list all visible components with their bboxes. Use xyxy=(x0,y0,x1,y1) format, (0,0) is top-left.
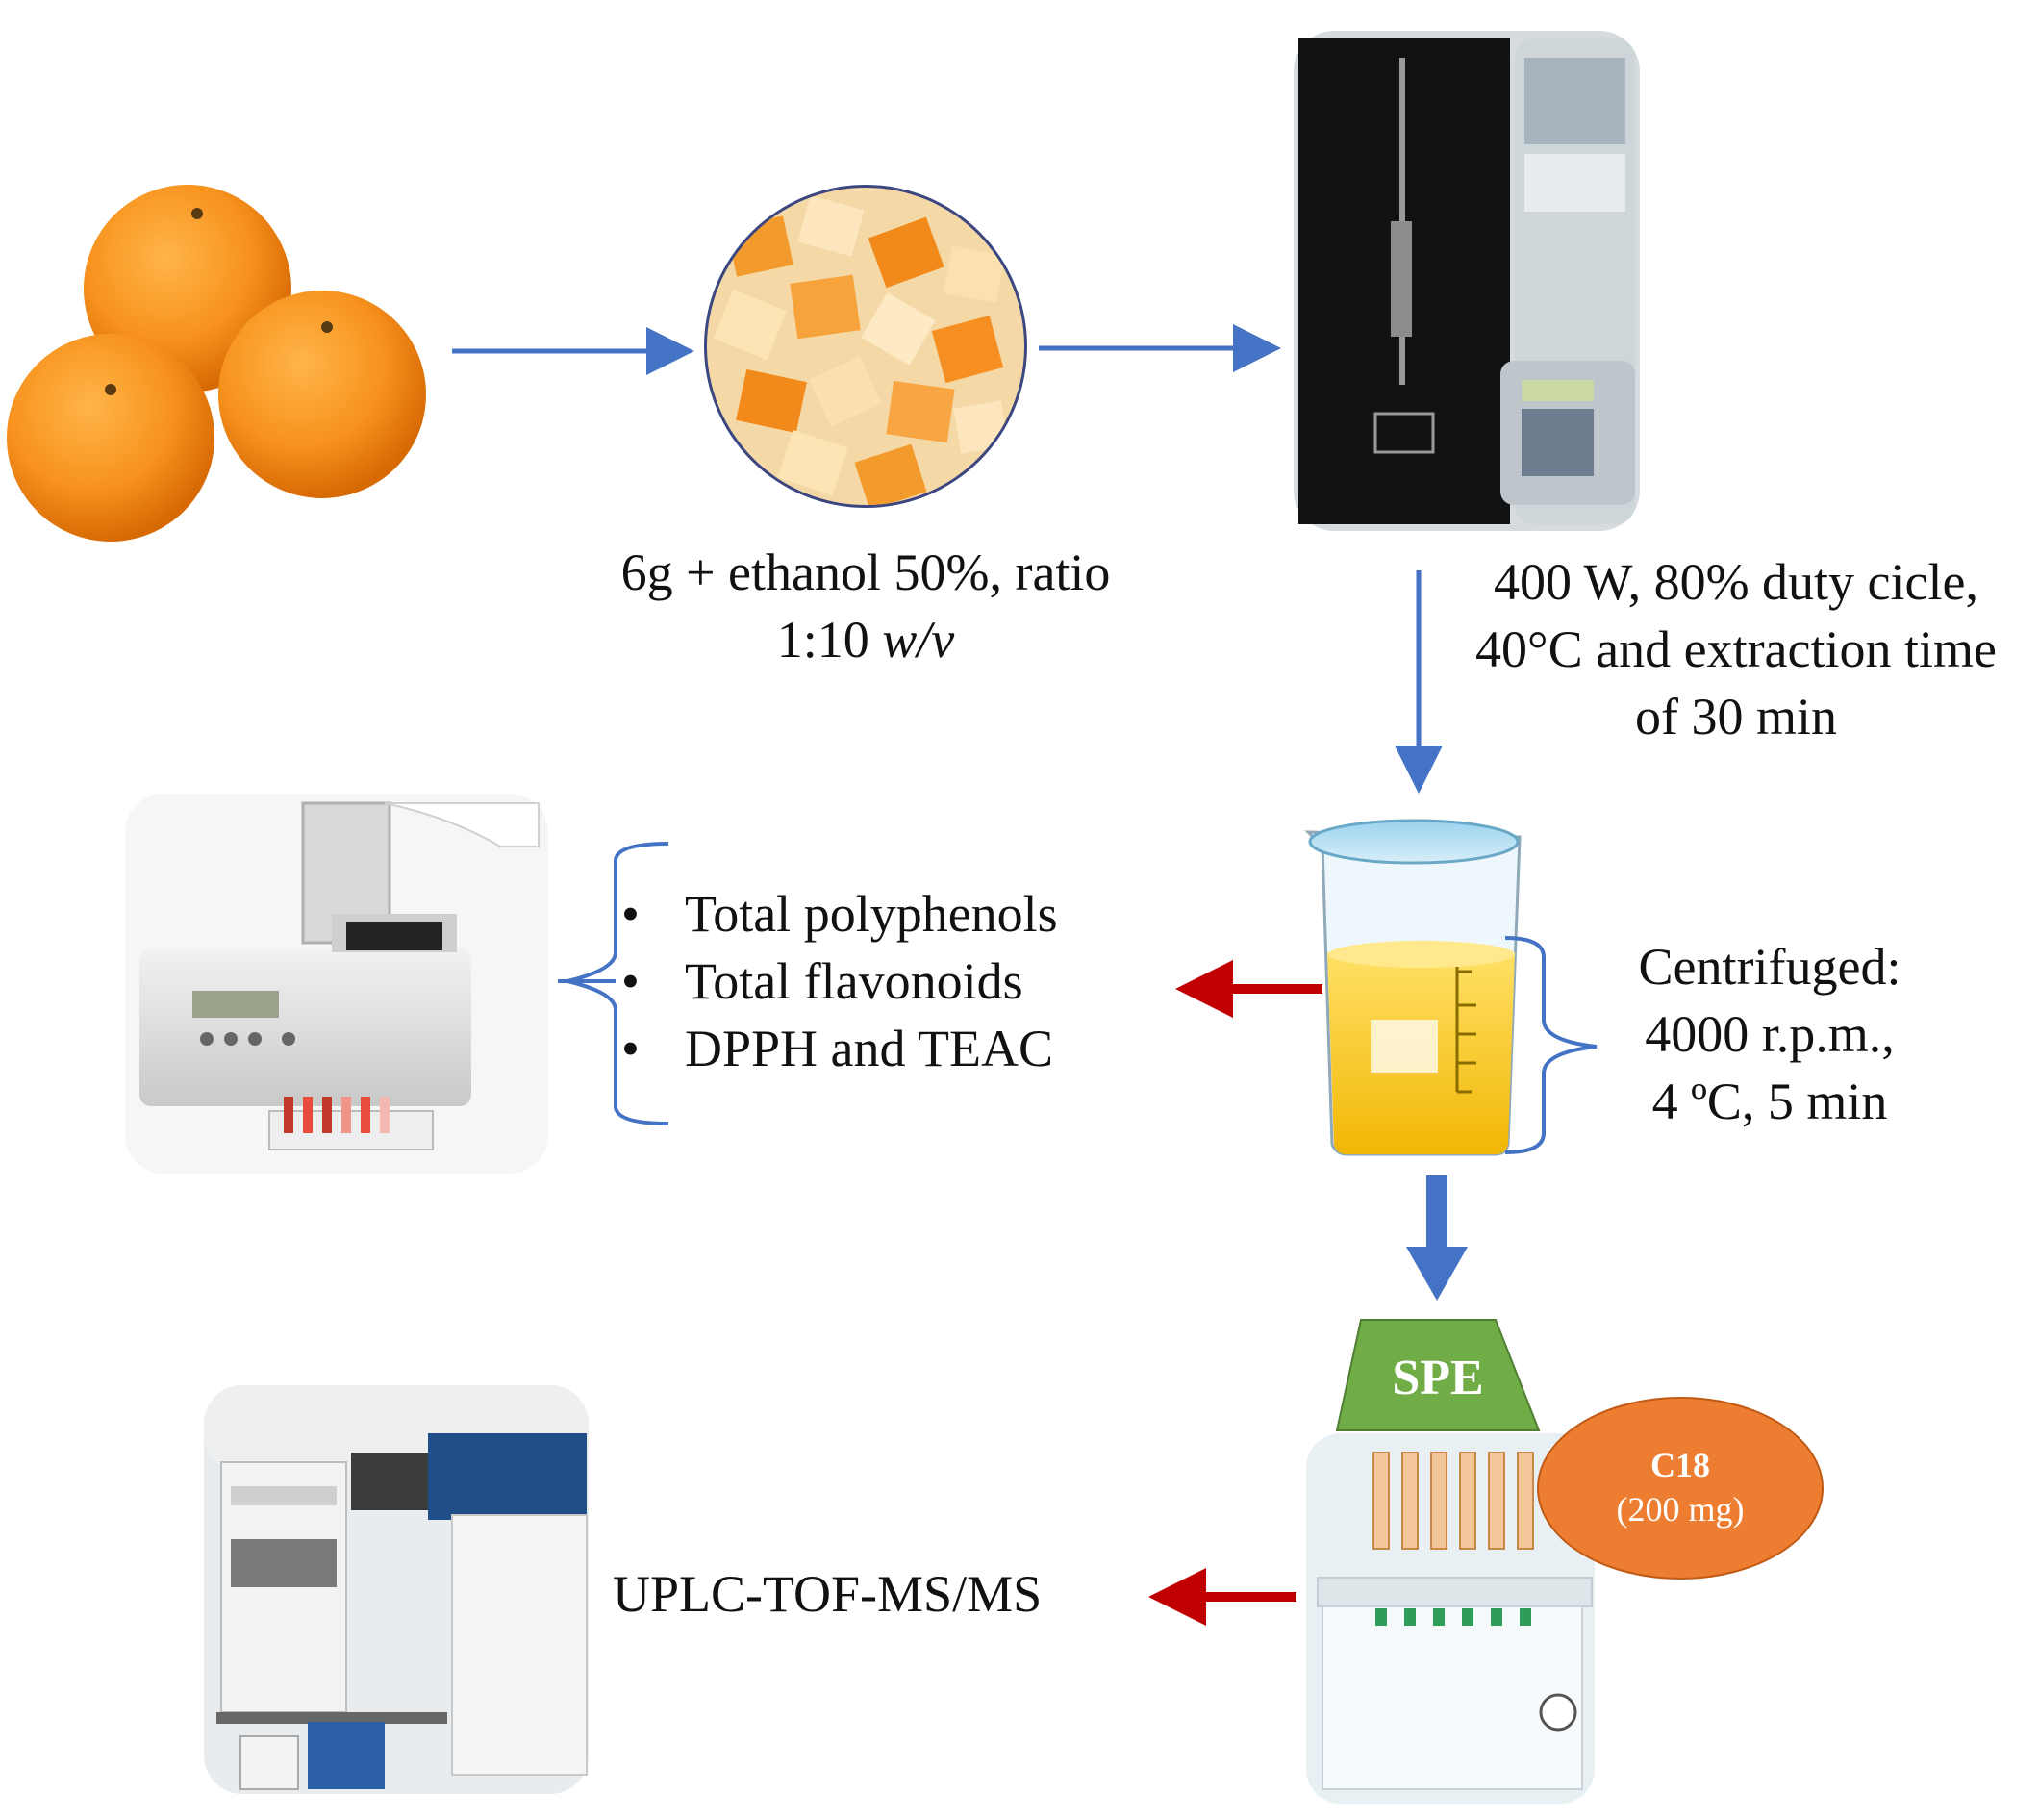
centrifuge-conditions: Centrifuged: 4000 r.p.m., 4 ºC, 5 min xyxy=(1587,933,1952,1135)
prep-note-ratio-unit: w/v xyxy=(882,611,955,669)
analysis-label: UPLC-TOF-MS/MS xyxy=(613,1565,1043,1623)
prep-note-ratio: 1:10 xyxy=(776,611,883,669)
spe-label: SPE xyxy=(1392,1351,1484,1405)
ultrasound-line1: 400 W, 80% duty cicle, xyxy=(1494,553,1978,611)
c18-line2: (200 mg) xyxy=(1616,1490,1745,1529)
mandarins-image xyxy=(0,164,442,568)
arrow-beaker-to-spe-head xyxy=(1406,1247,1468,1301)
prep-note-line2: 1:10 w/v xyxy=(567,606,1164,673)
assay-item: Total polyphenols xyxy=(616,880,1154,948)
centrifuge-line3: 4 ºC, 5 min xyxy=(1651,1073,1888,1130)
beaker-image xyxy=(1304,819,1522,1156)
ultrasound-conditions: 400 W, 80% duty cicle, 40°C and extracti… xyxy=(1428,548,2039,750)
spe-manifold-image xyxy=(1306,1433,1595,1804)
prep-note: 6g + ethanol 50%, ratio 1:10 w/v xyxy=(567,539,1164,673)
centrifuge-line2: 4000 r.p.m., xyxy=(1645,1005,1895,1063)
spectrophotometer-image xyxy=(125,794,548,1174)
centrifuge-brace xyxy=(1504,936,1598,1154)
assay-item: DPPH and TEAC xyxy=(616,1015,1154,1082)
assay-item: Total flavonoids xyxy=(616,948,1154,1015)
c18-label: C18 (200 mg) xyxy=(1539,1443,1822,1531)
spe-label-shape xyxy=(1335,1319,1541,1431)
uplc-ms-instrument-image xyxy=(204,1385,589,1794)
centrifuge-line1: Centrifuged: xyxy=(1638,938,1901,996)
ultrasonic-processor-image xyxy=(1294,31,1640,531)
c18-line1: C18 xyxy=(1650,1446,1710,1484)
ultrasound-line2: 40°C and extraction time xyxy=(1475,620,1997,678)
prep-note-line1: 6g + ethanol 50%, ratio xyxy=(620,543,1111,601)
assay-list: Total polyphenols Total flavonoids DPPH … xyxy=(616,880,1154,1082)
c18-cartridge-ellipse xyxy=(1537,1397,1824,1580)
orange-peel-image xyxy=(704,185,1027,508)
ultrasound-line3: of 30 min xyxy=(1635,688,1837,746)
